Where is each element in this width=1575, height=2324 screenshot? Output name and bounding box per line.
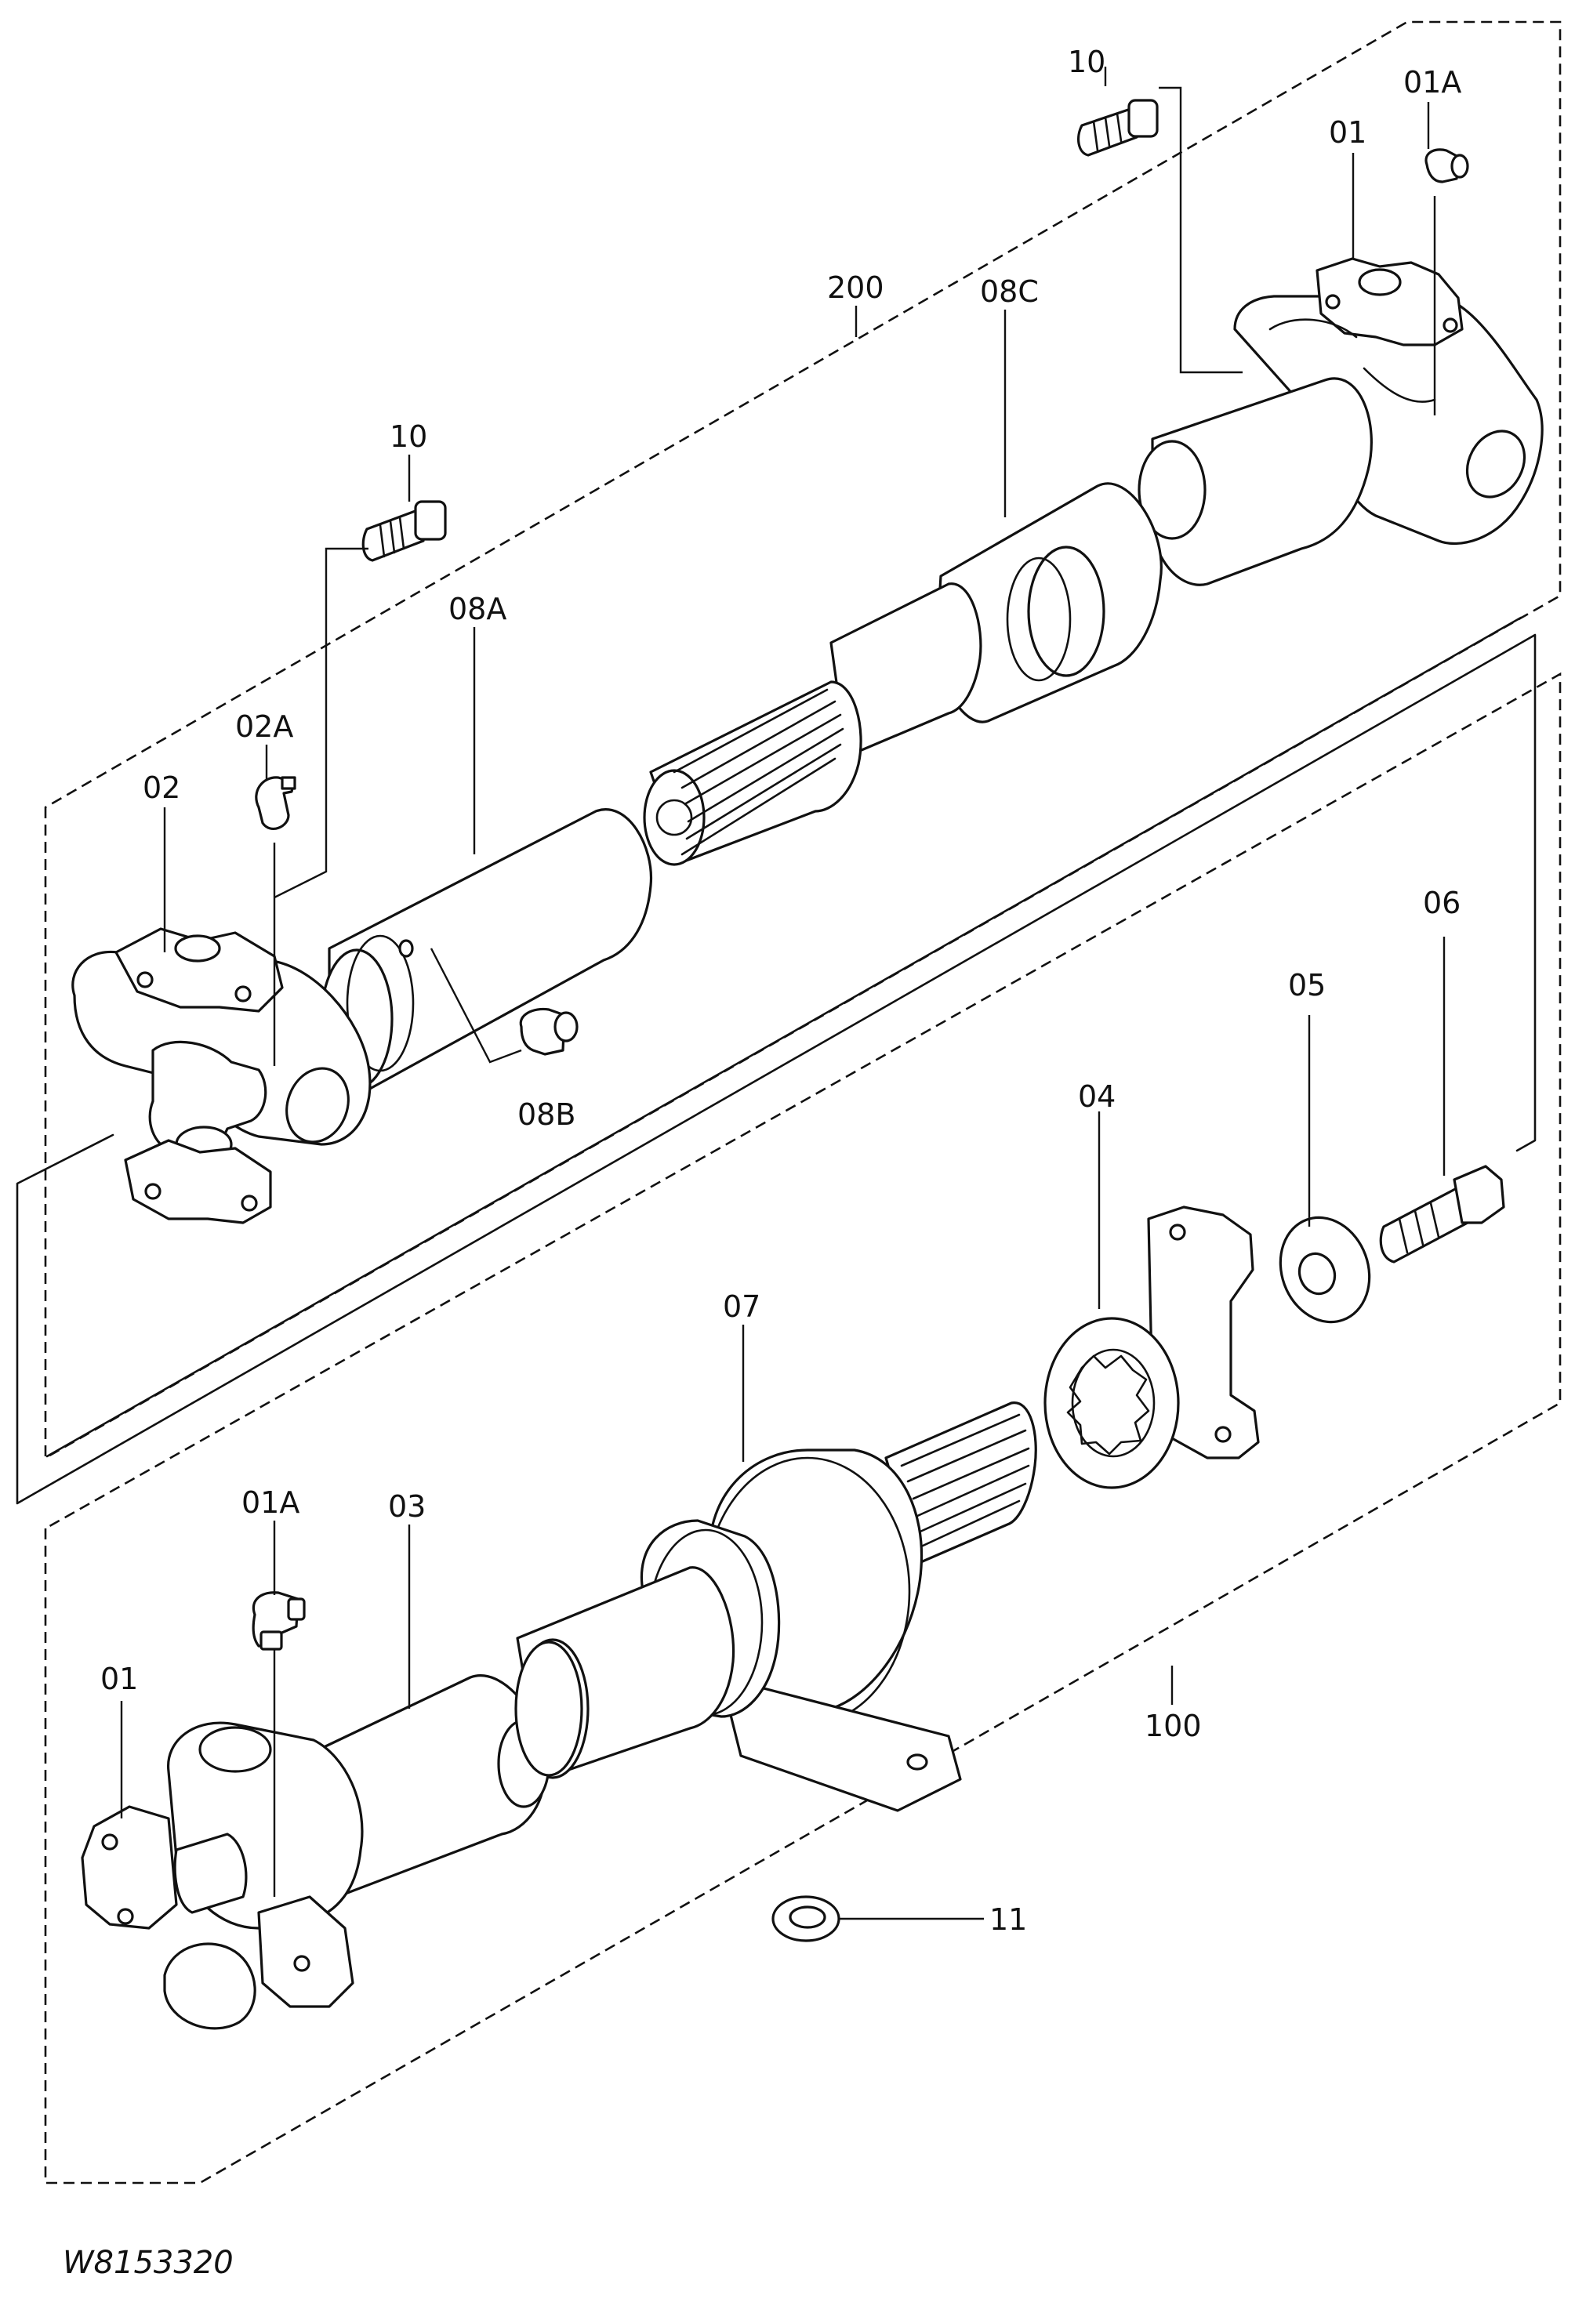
callout-02A: 02A: [235, 709, 293, 744]
bolt-icon: [361, 500, 447, 562]
callout-100: 100: [1145, 1709, 1202, 1743]
sleeve-tube-08C: [829, 377, 1373, 758]
leader-lines: [120, 67, 1446, 1920]
flange-yoke-04: [1043, 1206, 1260, 1489]
callout-01A-top: 01A: [1403, 65, 1461, 100]
callout-08C: 08C: [980, 274, 1039, 309]
callout-labels: 10 01A 01 200 08C 10 08A 02A 02 08B 06 0…: [100, 45, 1461, 1937]
bolt-icon: [1076, 99, 1159, 157]
washer-11: [771, 1895, 840, 1942]
grease-nipple-icon: [252, 1591, 306, 1651]
callout-03: 03: [388, 1489, 426, 1524]
callout-04: 04: [1078, 1079, 1116, 1114]
tube-03: [304, 1566, 735, 1898]
callout-10-top: 10: [1068, 45, 1105, 79]
shaft-assembly-bracket-inner: [45, 616, 1522, 1458]
callout-08A: 08A: [448, 592, 506, 626]
shaft-assembly-bracket: [16, 633, 1537, 1505]
callout-01A-bottom: 01A: [241, 1485, 299, 1520]
callout-06: 06: [1423, 886, 1461, 920]
washer-05: [1279, 1216, 1371, 1324]
callout-01-top: 01: [1329, 115, 1366, 150]
callout-02: 02: [143, 770, 180, 805]
callout-08B: 08B: [517, 1097, 575, 1132]
callout-05: 05: [1288, 968, 1326, 1002]
universal-joint-01: [81, 1721, 364, 2030]
grease-nipple-icon: [255, 776, 296, 830]
bolt-icon: [1379, 1165, 1505, 1264]
spline-shaft-08A: [643, 680, 862, 866]
callout-11: 11: [989, 1902, 1027, 1937]
callout-01-bottom: 01: [100, 1662, 138, 1696]
universal-joint-02: [71, 927, 372, 1224]
tube-08A: [320, 808, 653, 1092]
figure-code: W8153320: [63, 2245, 234, 2281]
callout-10-mid: 10: [390, 419, 427, 454]
grease-nipple-icon: [1424, 148, 1469, 183]
callout-07: 07: [723, 1289, 760, 1324]
callout-200: 200: [827, 270, 884, 305]
grease-nipple-icon: [519, 1007, 579, 1056]
